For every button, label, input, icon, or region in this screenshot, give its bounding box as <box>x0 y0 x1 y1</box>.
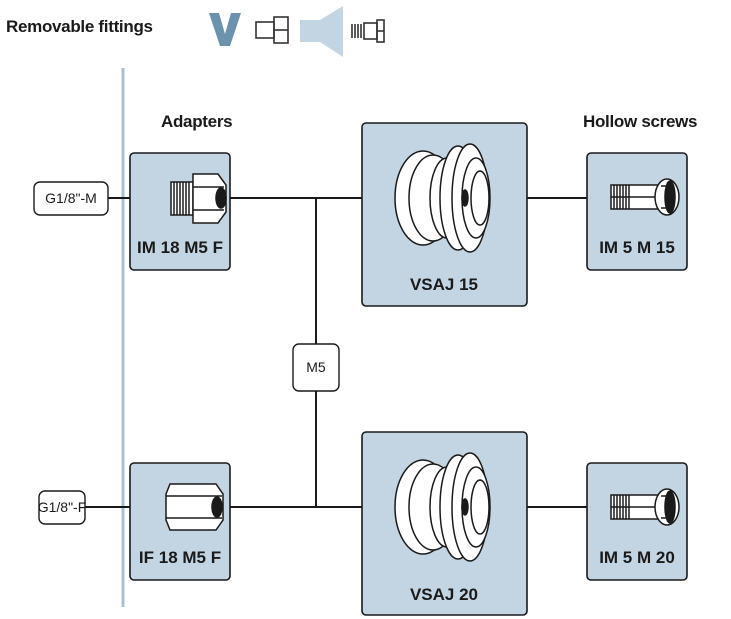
threaded-fitting-icon <box>351 19 385 43</box>
inlet-male-label: G1/8"-M <box>45 190 97 206</box>
center-port-label: M5 <box>306 359 326 375</box>
fitting-outline-icon <box>255 16 289 44</box>
label-if18m5f: IF 18 M5 F <box>139 548 221 567</box>
inlet-male-tag <box>33 181 109 216</box>
adapters-heading: Adapters <box>161 112 233 131</box>
v-letter-icon <box>209 13 241 46</box>
connection-lines <box>85 197 587 508</box>
label-im18m5f: IM 18 M5 F <box>137 238 223 257</box>
vsaj15-cup-drawing <box>394 143 491 253</box>
screw-im5m20-drawing <box>610 488 680 526</box>
suction-cup-icon <box>300 6 343 57</box>
inlet-female-label: G1/8"-F <box>38 499 87 515</box>
page-title: Removable fittings <box>6 17 153 36</box>
port-tags <box>33 181 340 525</box>
vsaj20-cup-drawing <box>394 452 491 562</box>
hollow-screws-heading: Hollow screws <box>583 112 698 131</box>
screw-im5m15-drawing <box>610 178 680 216</box>
inlet-female-tag <box>38 490 86 525</box>
label-vsaj20: VSAJ 20 <box>410 585 478 604</box>
label-vsaj15: VSAJ 15 <box>410 275 478 294</box>
male-adapter-drawing <box>170 173 227 224</box>
center-port-tag <box>292 343 340 392</box>
label-im5m20: IM 5 M 20 <box>599 548 675 567</box>
female-adapter-drawing <box>165 483 224 531</box>
label-im5m15: IM 5 M 15 <box>599 238 675 257</box>
